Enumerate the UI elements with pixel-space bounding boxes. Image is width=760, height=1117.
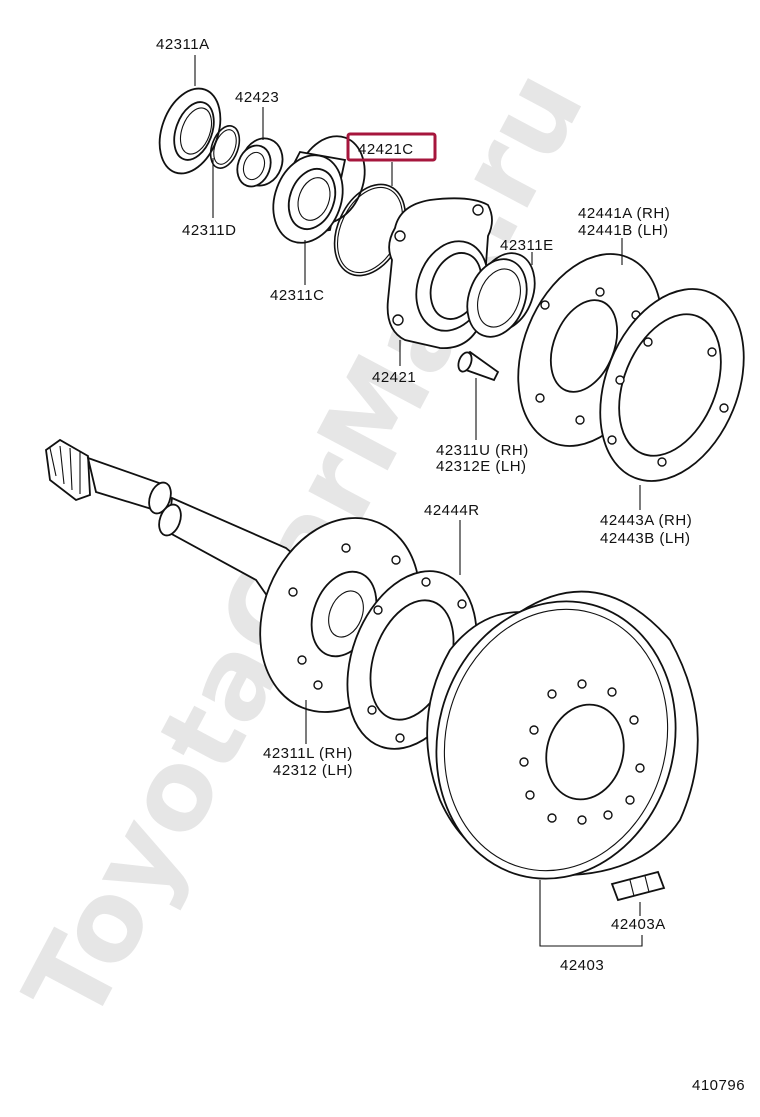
label-42312[interactable]: 42312 (LH) <box>273 762 353 779</box>
label-42444r[interactable]: 42444R <box>424 502 480 519</box>
part-labels: 42311A 42423 42421C 42311D 42311C 42421 … <box>156 36 745 1094</box>
spacer-42423[interactable] <box>232 133 289 192</box>
label-42311a[interactable]: 42311A <box>156 36 210 53</box>
label-42441a[interactable]: 42441A (RH) <box>578 205 670 222</box>
label-42443a[interactable]: 42443A (RH) <box>600 512 692 529</box>
plate-42443a[interactable] <box>573 268 760 503</box>
label-42311u[interactable]: 42311U (RH) <box>436 442 529 459</box>
seal-42311e[interactable] <box>457 245 545 345</box>
label-42312e[interactable]: 42312E (LH) <box>436 458 527 475</box>
label-42441b[interactable]: 42441B (LH) <box>578 222 669 239</box>
label-42421c[interactable]: 42421C <box>358 141 414 158</box>
brake-drum-42403[interactable] <box>406 574 706 906</box>
label-42311d[interactable]: 42311D <box>182 222 236 239</box>
hub-bolt-42311u[interactable] <box>456 350 500 382</box>
highlight-box-42421c <box>346 132 437 162</box>
label-42311l[interactable]: 42311L (RH) <box>263 745 353 762</box>
label-42403a[interactable]: 42403A <box>611 916 666 933</box>
label-42421[interactable]: 42421 <box>372 369 416 386</box>
label-42403[interactable]: 42403 <box>560 957 604 974</box>
label-42311c[interactable]: 42311C <box>270 287 324 304</box>
snap-ring-42311d[interactable] <box>205 122 244 172</box>
label-42443b[interactable]: 42443B (LH) <box>600 530 691 547</box>
leader-lines <box>194 55 643 947</box>
label-42423[interactable]: 42423 <box>235 89 279 106</box>
label-42311e[interactable]: 42311E <box>500 237 554 254</box>
hole-plug-42403a[interactable] <box>610 870 666 902</box>
bearing-42311c[interactable] <box>262 126 377 252</box>
diagram-code: 410796 <box>692 1077 745 1094</box>
